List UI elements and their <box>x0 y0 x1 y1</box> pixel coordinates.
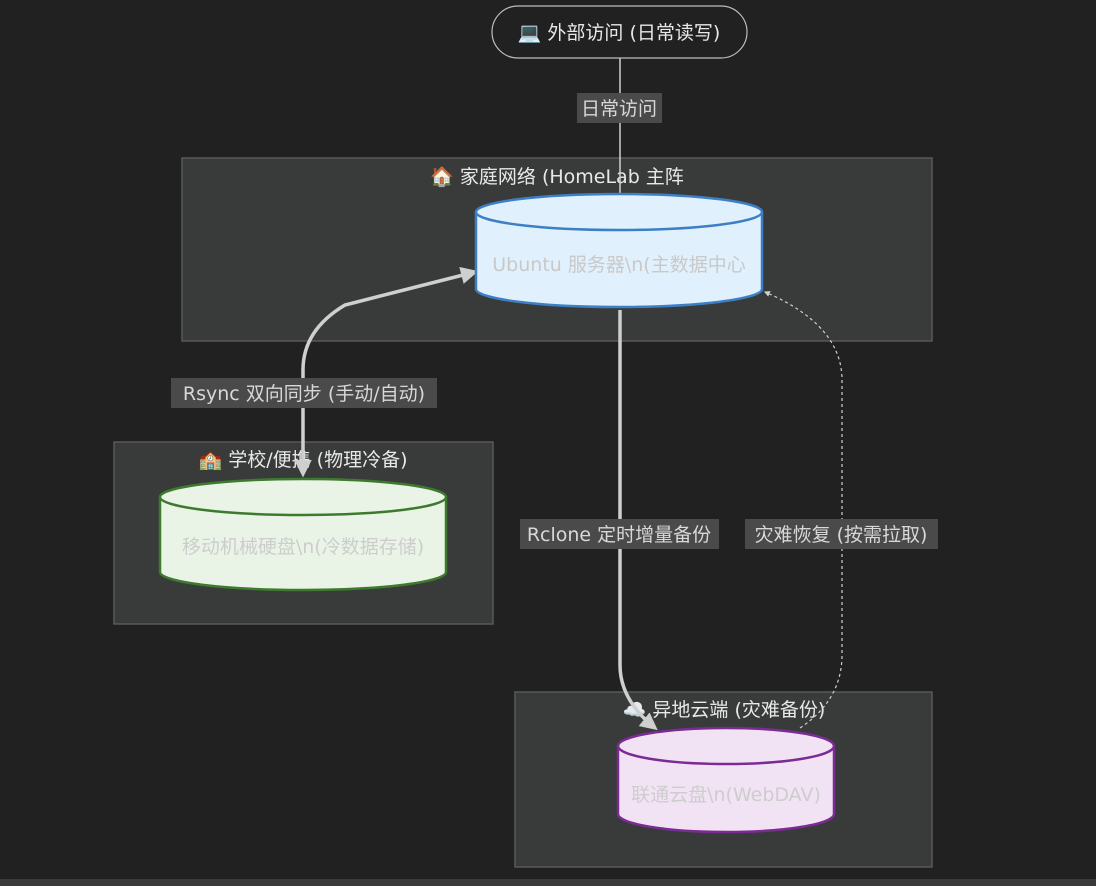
edge-rclone-backup <box>618 310 658 731</box>
edge-label-recover-text: 灾难恢复 (按需拉取) <box>755 524 928 546</box>
group-home-network-title: 🏠 家庭网络 (HomeLab 主阵 <box>430 166 684 188</box>
node-ubuntu-server[interactable]: Ubuntu 服务器\n(主数据中心 <box>474 192 764 309</box>
node-ubuntu-server-label: Ubuntu 服务器\n(主数据中心 <box>492 254 745 276</box>
edge-rsync-sync <box>294 266 479 478</box>
edge-label-rclone-text: Rclone 定时增量备份 <box>527 524 711 546</box>
edge-label-rsync: Rsync 双向同步 (手动/自动) <box>171 378 437 408</box>
group-remote-cloud-title: ☁️ 异地云端 (灾难备份) <box>623 699 826 721</box>
edge-label-daily-text: 日常访问 <box>581 98 657 120</box>
edge-label-rsync-text: Rsync 双向同步 (手动/自动) <box>183 383 425 405</box>
node-unicom-cloud-label: 联通云盘\n(WebDAV) <box>631 784 821 806</box>
node-unicom-cloud[interactable]: 联通云盘\n(WebDAV) <box>616 726 836 834</box>
node-portable-hdd[interactable]: 移动机械硬盘\n(冷数据存储) <box>158 477 448 592</box>
node-portable-hdd-label: 移动机械硬盘\n(冷数据存储) <box>182 536 424 558</box>
edge-label-rclone: Rclone 定时增量备份 <box>520 519 719 549</box>
edge-disaster-recovery <box>763 291 843 729</box>
node-external-access-label: 💻 外部访问 (日常读写) <box>518 22 721 44</box>
edge-label-recover: 灾难恢复 (按需拉取) <box>745 519 938 549</box>
bottom-scrollbar-strip <box>0 879 1096 886</box>
node-external-access[interactable]: 💻 外部访问 (日常读写) <box>491 5 748 59</box>
edge-label-daily: 日常访问 <box>577 93 662 123</box>
